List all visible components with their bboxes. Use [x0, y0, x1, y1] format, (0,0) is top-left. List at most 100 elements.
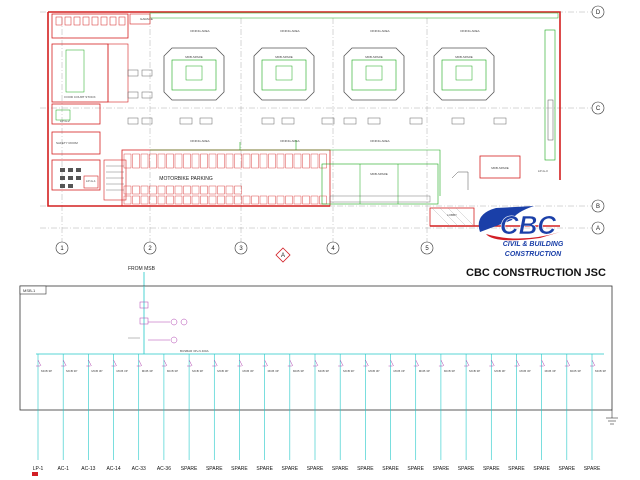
- breaker-symbol: [86, 359, 92, 367]
- busbar-label: BUSBAR 3P+N 400A: [180, 349, 209, 353]
- bike-stall: [310, 195, 319, 205]
- bike-stall: [200, 153, 208, 169]
- feeder-label: AC-33: [132, 466, 146, 472]
- grid-label-c: C: [596, 106, 601, 112]
- breaker-symbol: [363, 359, 369, 367]
- bike-stall: [302, 195, 310, 205]
- breaker-rating: MCB 3P: [595, 369, 606, 373]
- bike-stall: [293, 153, 302, 169]
- breaker-symbol: [111, 359, 117, 367]
- grid-label-5: 5: [425, 246, 429, 252]
- motorbike-parking-label: MOTORBIKE PARKING: [159, 176, 213, 182]
- toilet-block: FOOD COURT STOCK LP-G-2 SAFETY ROOM LP-G…: [51, 13, 129, 201]
- service-rooms: MDB-SPARE: [321, 163, 439, 205]
- bike-stall: [285, 153, 293, 169]
- incoming-section: [128, 286, 188, 354]
- single-line-diagram: FROM MSB MSB-1 BUSBAR 3P+N 400A MCB 3PLP…: [19, 266, 618, 472]
- bike-stall: [191, 195, 200, 205]
- logo-line1: CIVIL & BUILDING: [503, 241, 564, 248]
- bike-stall: [200, 185, 208, 195]
- bike-stall: [276, 153, 285, 169]
- feeder-label: SPARE: [256, 466, 273, 472]
- bike-stall: [157, 185, 166, 195]
- lp-g2-label: LP-G-2: [60, 119, 70, 123]
- bike-stall: [149, 185, 157, 195]
- motorbike-parking: MOTORBIKE PARKING: [121, 149, 331, 207]
- breaker-symbol: [438, 359, 445, 367]
- breaker-rating: MCB 3P: [268, 369, 279, 373]
- feeder-label: SPARE: [181, 466, 198, 472]
- section-marker: A: [275, 247, 291, 263]
- bike-stall: [319, 153, 327, 169]
- feeder-label: SPARE: [282, 466, 299, 472]
- breaker-symbol: [413, 359, 419, 367]
- bike-stall: [268, 195, 276, 205]
- breaker-rating: MCB 3P: [142, 369, 153, 373]
- bike-stall: [276, 195, 285, 205]
- cbc-logo: CBC CIVIL & BUILDING CONSTRUCTION: [478, 206, 564, 258]
- corner-logo-mark: [32, 472, 38, 476]
- bike-stall: [217, 153, 225, 169]
- wiring-lines: [150, 140, 441, 196]
- bike-stall: [225, 185, 234, 195]
- bike-stall: [234, 185, 242, 195]
- bike-stall: [123, 195, 132, 205]
- breaker-rating: MCB 3P: [192, 369, 203, 373]
- bike-stall: [217, 185, 225, 195]
- breaker-rating: MCB 3P: [117, 369, 128, 373]
- dining-label-5: DINING AREA: [190, 139, 209, 143]
- bike-stall: [157, 153, 166, 169]
- bike-stall: [132, 153, 140, 169]
- kiosk-4: MDB-SPARE: [433, 47, 495, 101]
- bike-stall: [259, 195, 268, 205]
- breaker-symbol: [237, 359, 243, 367]
- msb-panel-frame: [19, 285, 613, 411]
- breaker-rating: MCB 3P: [91, 369, 102, 373]
- bike-stall: [234, 153, 242, 169]
- feeder-circuit: MCB 3P AC-33: [132, 354, 153, 472]
- kiosk-3-label: MDB-SPARE: [365, 55, 383, 59]
- grid-bubble-a: A: [591, 221, 605, 235]
- breaker-rating: MCB 3P: [66, 369, 77, 373]
- bike-stall: [200, 195, 208, 205]
- grid-bubble-4: 4: [326, 241, 340, 255]
- dining-label-1: DINING AREA: [190, 29, 209, 33]
- feeder-label: SPARE: [332, 466, 349, 472]
- msb-panel-tag: [19, 285, 47, 295]
- feeder-label: AC-13: [81, 466, 95, 472]
- bike-stall: [166, 185, 174, 195]
- grid-label-d: D: [596, 10, 601, 16]
- breaker-rating: MCB 3P: [494, 369, 505, 373]
- logo-line2: CONSTRUCTION: [505, 251, 562, 258]
- bike-stall: [149, 153, 157, 169]
- breaker-symbol: [61, 359, 67, 367]
- bike-stall: [174, 153, 183, 169]
- breaker-rating: MCB 3P: [293, 369, 304, 373]
- garage-label: GARAGE: [140, 17, 153, 21]
- bike-stall: [174, 195, 183, 205]
- logo-swoosh: [478, 206, 534, 232]
- kiosk-1-label: MDB-SPARE: [185, 55, 203, 59]
- bike-stall: [225, 153, 234, 169]
- bike-stall: [259, 153, 268, 169]
- grid-label-1: 1: [60, 246, 64, 252]
- bike-stall: [183, 153, 191, 169]
- feeder-label: SPARE: [407, 466, 424, 472]
- msb-panel-label: MSB-1: [23, 288, 36, 293]
- grid-bubble-5: 5: [420, 241, 434, 255]
- grid-bubble-3: 3: [234, 241, 248, 255]
- breaker-symbol: [287, 359, 294, 367]
- bike-stall: [251, 195, 259, 205]
- breaker-rating: MCB 3P: [444, 369, 455, 373]
- bike-stall: [208, 185, 217, 195]
- logo-mark: CBC: [500, 210, 558, 240]
